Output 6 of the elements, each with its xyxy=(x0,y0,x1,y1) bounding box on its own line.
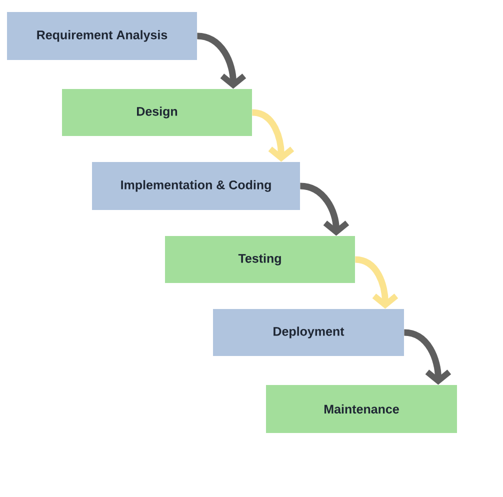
process-box: Testing xyxy=(165,236,355,283)
process-box: Deployment xyxy=(213,308,404,356)
process-box: Requirement Analysis xyxy=(7,12,197,60)
process-box: Implementation & Coding xyxy=(92,162,300,210)
process-box: Maintenance xyxy=(266,384,457,433)
process-box: Design xyxy=(62,89,252,136)
